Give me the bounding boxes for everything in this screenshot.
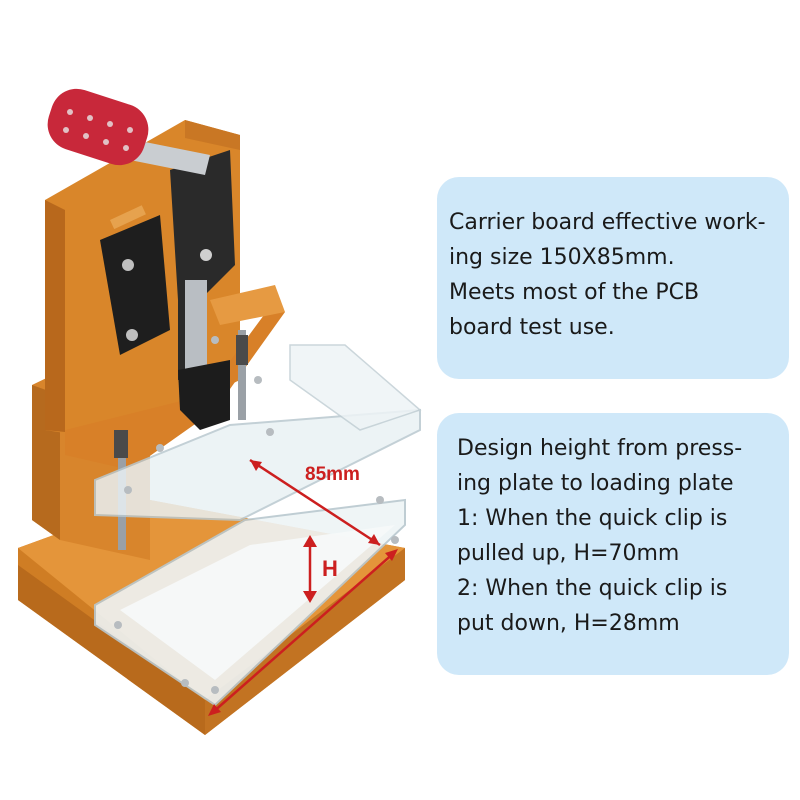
info-line: Meets most of the PCB (449, 280, 700, 305)
info-line: put down, H=28mm (457, 611, 680, 636)
height-dimension-label: H (322, 556, 338, 581)
width-dimension-label: 85mm (305, 464, 360, 485)
info-line: 2: When the quick clip is (457, 576, 728, 601)
width-dimension-arrow (249, 458, 381, 547)
info-line: Design height from press- (457, 436, 743, 461)
working-size-info-box: Carrier board effective work- ing size 1… (437, 177, 789, 379)
info-line: 1: When the quick clip is (457, 506, 728, 531)
screws (114, 336, 399, 694)
acrylic-loading-plate (94, 498, 406, 707)
toggle-clamp (100, 150, 235, 430)
info-line: ing plate to loading plate (457, 471, 734, 496)
info-line: ing size 150X85mm. (449, 245, 675, 270)
design-height-info-box: Design height from press- ing plate to l… (437, 413, 789, 675)
clamp-handle (47, 88, 210, 175)
height-dimension-arrow (303, 535, 317, 603)
test-fixture-photo (18, 88, 422, 735)
info-line: pulled up, H=70mm (457, 541, 680, 566)
info-line: board test use. (449, 315, 615, 340)
info-line: Carrier board effective work- (449, 210, 766, 235)
length-dimension-arrow (208, 549, 398, 716)
pressing-plate (65, 285, 285, 470)
